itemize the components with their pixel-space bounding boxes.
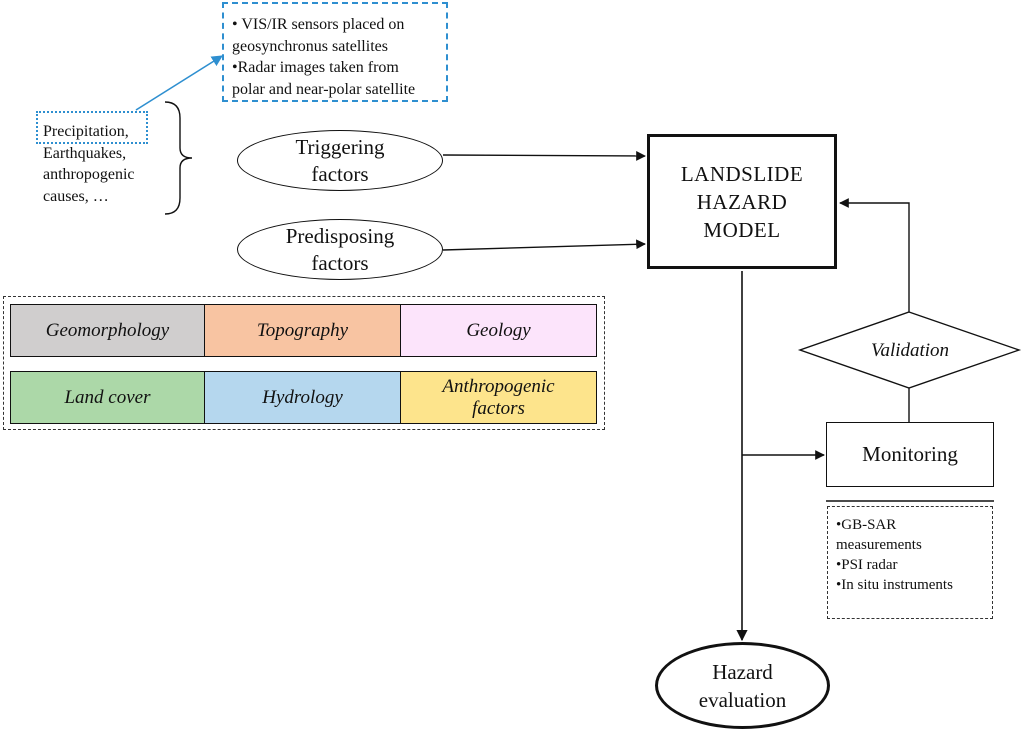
factor-anthropogenic: Anthropogenic factors <box>400 371 597 424</box>
hazard-label-1: Hazard <box>712 659 773 684</box>
predisposing-factors-node: Predisposing factors <box>237 219 443 280</box>
precipitation-highlight-box <box>36 111 148 144</box>
satellite-sensors-box: • VIS/IR sensors placed on geosynchronus… <box>222 2 448 102</box>
landslide-hazard-model-node: LANDSLIDE HAZARD MODEL <box>647 134 837 269</box>
instrument-psi-radar: •PSI radar <box>836 557 898 573</box>
triggering-to-model-arrow <box>442 151 646 161</box>
validation-label: Validation <box>870 340 950 361</box>
cause-precipitation: Precipitation, <box>43 123 129 140</box>
monitoring-node: Monitoring <box>826 422 994 487</box>
model-label-2: HAZARD <box>696 189 788 214</box>
instrument-gbsar: •GB-SAR <box>836 517 897 533</box>
precip-to-satellite-arrow <box>135 55 223 111</box>
instrument-in-situ: •In situ instruments <box>836 577 953 593</box>
triggering-causes-list: Precipitation, Earthquakes, anthropogeni… <box>43 121 173 207</box>
predisposing-label-2: factors <box>311 250 369 275</box>
satellite-line-4: polar and near-polar satellite <box>232 80 416 98</box>
factor-land-cover: Land cover <box>10 371 205 424</box>
cause-earthquakes: Earthquakes, <box>43 144 127 162</box>
validation-diamond <box>797 311 1022 389</box>
factor-geology: Geology <box>400 304 597 357</box>
monitoring-instruments-box: •GB-SAR measurements •PSI radar •In situ… <box>827 506 993 619</box>
satellite-line-1: • VIS/IR sensors placed on <box>232 16 405 33</box>
anthropogenic-label-1: Anthropogenic <box>442 375 555 397</box>
model-label-3: MODEL <box>703 217 781 242</box>
satellite-line-3: •Radar images taken from <box>232 59 399 76</box>
validation-to-model-arrow <box>839 198 910 312</box>
anthropogenic-label-2: factors <box>472 397 525 419</box>
causes-brace <box>164 101 193 215</box>
hazard-label-2: evaluation <box>698 687 787 712</box>
cause-anthropogenic: anthropogenic <box>43 166 135 183</box>
factor-hydrology: Hydrology <box>204 371 401 424</box>
factor-topography: Topography <box>204 304 401 357</box>
triggering-label-2: factors <box>311 161 369 186</box>
instrument-gbsar-measurements: measurements <box>836 537 922 553</box>
triggering-label-1: Triggering <box>295 134 385 159</box>
hazard-evaluation-node: Hazard evaluation <box>655 642 830 729</box>
model-label-1: LANDSLIDE <box>680 161 804 186</box>
predisposing-label-1: Predisposing <box>285 223 395 248</box>
predisposing-to-model-arrow <box>442 239 646 251</box>
satellite-line-2: geosynchronus satellites <box>232 37 388 55</box>
factor-geomorphology: Geomorphology <box>10 304 205 357</box>
triggering-factors-node: Triggering factors <box>237 130 443 191</box>
predisposing-factors-group <box>3 296 605 430</box>
cause-other: causes, … <box>43 187 109 205</box>
